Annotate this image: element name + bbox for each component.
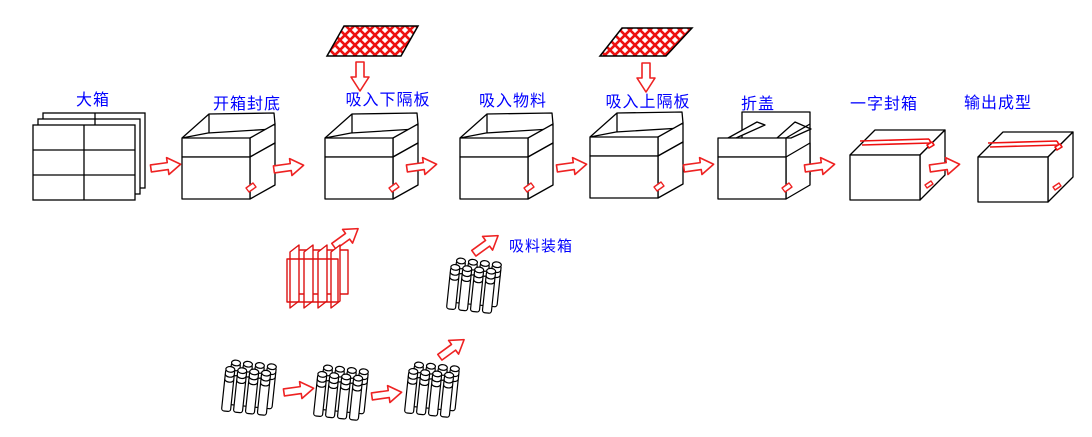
- bottle-cluster-2: [313, 364, 368, 421]
- partition-lattice: [286, 244, 349, 309]
- open-box-lower-partition: [324, 112, 419, 200]
- partition-board-lower: [325, 25, 420, 57]
- up-right-arrow-icon: [328, 220, 364, 254]
- step-label-big-carton: 大箱: [75, 90, 111, 109]
- up-right-arrow-icon: [468, 227, 504, 261]
- right-arrow-icon: [148, 155, 183, 178]
- down-arrow-icon: [636, 62, 656, 93]
- right-arrow-icon: [281, 379, 316, 402]
- annotation-pick-and-pack: 吸料装箱: [508, 237, 574, 255]
- step-label-straight-seal: 一字封箱: [849, 94, 919, 113]
- bottle-cluster-1: [221, 359, 276, 416]
- right-arrow-icon: [271, 156, 306, 179]
- down-arrow-icon: [350, 61, 370, 92]
- partition-board-upper: [598, 27, 694, 57]
- output-box: [977, 131, 1074, 203]
- bottle-cluster-pick: [446, 257, 501, 314]
- step-label-open-seal-bottom: 开箱封底: [212, 94, 282, 113]
- step-label-insert-lower-partition: 吸入下隔板: [345, 90, 431, 109]
- right-arrow-icon: [369, 383, 404, 406]
- right-arrow-icon: [554, 155, 589, 178]
- step-label-output-formed: 输出成型: [963, 93, 1033, 112]
- bottle-cluster-3: [404, 361, 459, 418]
- step-label-insert-upper-partition: 吸入上隔板: [605, 92, 691, 111]
- step-label-insert-material: 吸入物料: [478, 91, 548, 110]
- right-arrow-icon: [681, 155, 716, 178]
- up-right-arrow-icon: [434, 331, 470, 365]
- open-box-bottom-sealed: [181, 112, 276, 200]
- step-label-fold-flaps: 折盖: [740, 94, 776, 113]
- open-box-material: [459, 112, 554, 200]
- folding-flaps-box: [717, 111, 812, 200]
- open-box-upper-partition: [589, 111, 684, 199]
- flat-carton-stack: [32, 112, 146, 201]
